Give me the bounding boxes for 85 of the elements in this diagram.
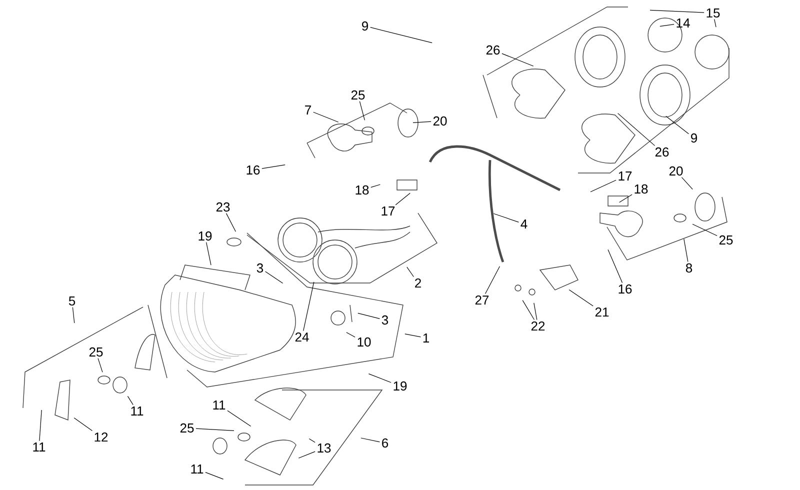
callout-number: 9 [362,21,368,31]
callout-number: 15 [706,8,720,18]
leader-line [684,238,688,262]
callout-number: 3 [382,315,388,325]
callout-number: 11 [131,406,144,416]
callout-number: 9 [691,133,698,143]
leader-line [196,428,234,431]
leader-line [681,177,693,190]
leader-line [404,334,421,338]
leader-line [226,213,236,232]
leader-line [303,282,314,332]
leader-line [368,374,392,383]
callout-number: 2 [415,278,421,288]
leader-line [205,472,224,480]
leader-line [72,306,75,324]
leader-line [359,101,365,120]
callout-number: 24 [295,332,309,342]
leader-line [360,438,380,442]
callout-number: 4 [520,220,528,228]
leader-line [493,213,519,222]
callout-number: 11 [213,400,226,410]
callout-number: 11 [191,464,204,474]
callout-number: 7 [305,106,311,114]
leader-line [534,302,538,320]
leader-line [262,164,286,169]
leader-line [608,249,623,283]
leader-line [39,410,42,442]
callout-number: 26 [655,147,669,157]
callout-number: 25 [719,235,733,245]
leader-line [485,266,500,294]
leader-line [358,312,380,319]
leader-line [313,112,339,122]
leader-line [227,410,252,426]
callout-number: 18 [634,184,648,194]
leader-line [666,116,689,134]
callout-number: 25 [180,423,194,433]
callout-number: 20 [433,116,447,126]
leader-line [660,24,674,27]
callout-number: 17 [618,172,632,180]
leader-line [590,180,616,192]
callout-number: 27 [475,295,489,305]
leader-line [265,271,284,284]
callout-number: 10 [358,337,371,347]
leader-line [308,438,316,443]
leader-line [395,192,410,206]
callout-number: 16 [618,284,632,294]
callout-number: 22 [531,321,545,331]
callout-number: 21 [595,307,609,317]
callout-number: 6 [382,438,388,448]
leader-line [127,396,134,406]
leader-line [619,194,632,203]
leader-line [370,27,432,44]
callout-number: 23 [216,202,230,212]
leader-line [406,266,414,278]
leader-line [412,121,432,123]
callout-number: 8 [686,263,692,273]
callout-number: 14 [676,18,690,28]
callout-number: 16 [246,165,260,175]
callout-number: 25 [351,90,365,100]
leader-line [568,290,594,306]
callout-number: 19 [394,381,407,391]
callout-number: 13 [318,443,331,453]
callout-number: 11 [33,442,46,452]
callout-number: 20 [669,166,683,176]
callout-number: 1 [423,334,429,342]
leader-line [346,332,356,338]
callout-number: 5 [68,296,76,306]
leader-line [692,224,718,236]
leader-line [370,184,380,188]
callout-number: 19 [198,231,212,241]
leader-line [714,18,716,28]
leader-line [74,418,93,432]
callout-number: 26 [486,45,500,55]
callout-number: 17 [382,206,395,216]
callout-number: 18 [356,185,369,195]
callout-number: 25 [89,347,103,357]
leader-line [206,242,212,266]
leader-line [98,358,103,372]
callout-number: 12 [94,432,108,442]
leader-line [298,451,316,458]
leader-line [618,113,656,146]
leader-line [650,10,704,13]
callout-number: 3 [256,263,264,273]
leader-line [522,300,535,320]
leader-line [502,53,534,66]
